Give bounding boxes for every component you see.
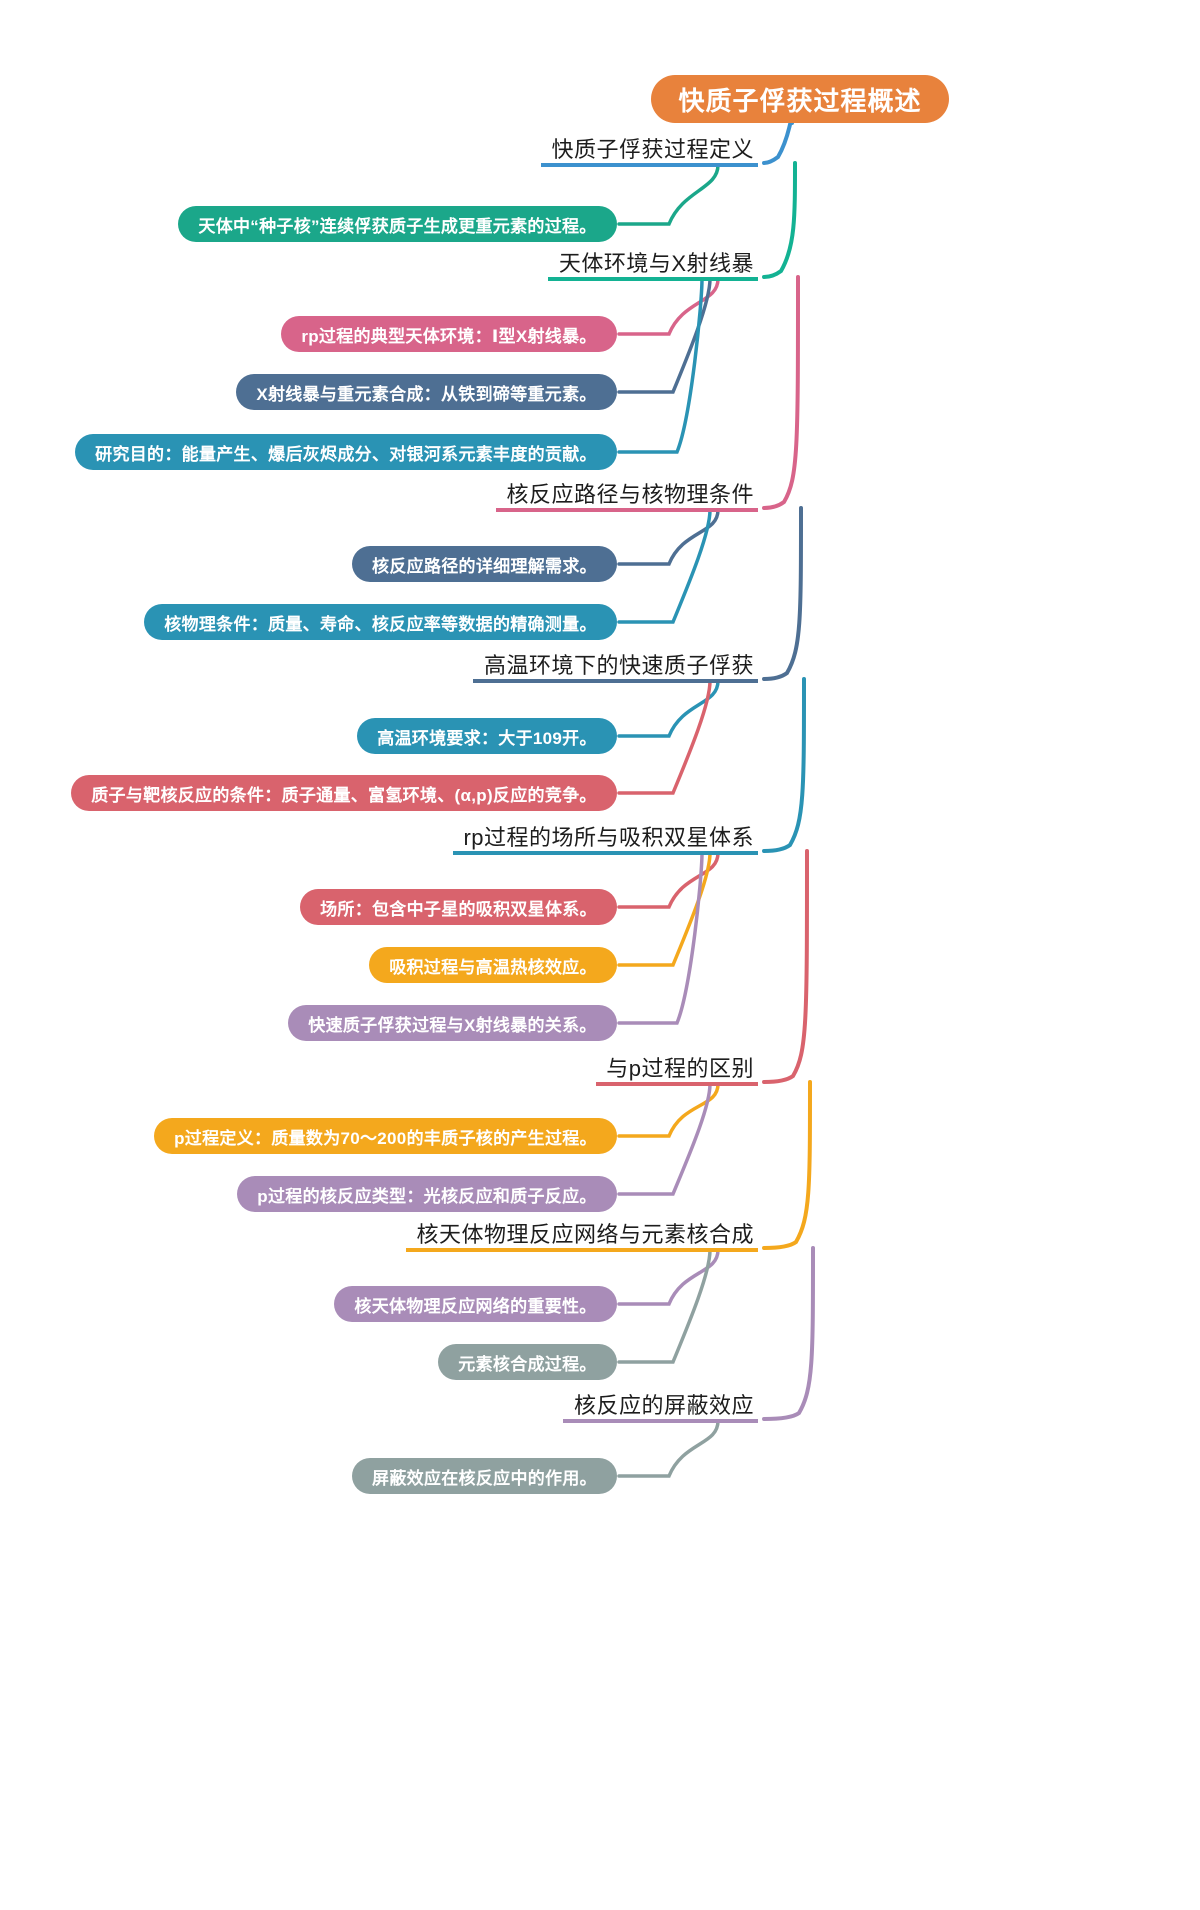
connector-path — [617, 1248, 720, 1306]
branch-node[interactable]: 核反应路径与核物理条件 — [496, 478, 758, 512]
connector-path — [617, 1248, 712, 1364]
leaf-node[interactable]: 核天体物理反应网络的重要性。 — [334, 1286, 617, 1322]
connector-path — [617, 1082, 712, 1196]
connector-path — [617, 277, 720, 336]
branch-node[interactable]: 核反应的屏蔽效应 — [563, 1389, 758, 1423]
connector-path — [617, 508, 712, 624]
connector-path — [617, 851, 720, 909]
leaf-node[interactable]: p过程定义：质量数为70～200的丰质子核的产生过程。 — [154, 1118, 617, 1154]
leaf-node[interactable]: p过程的核反应类型：光核反应和质子反应。 — [237, 1176, 617, 1212]
connector-path — [617, 277, 712, 394]
leaf-node[interactable]: 研究目的：能量产生、爆后灰烬成分、对银河系元素丰度的贡献。 — [75, 434, 617, 470]
leaf-node[interactable]: 核物理条件：质量、寿命、核反应率等数据的精确测量。 — [144, 604, 617, 640]
branch-node[interactable]: 高温环境下的快速质子俘获 — [473, 649, 758, 683]
connector-path — [617, 679, 720, 738]
connector-path — [617, 277, 704, 454]
connector-path — [762, 275, 800, 510]
connector-path — [617, 851, 712, 967]
connector-path — [617, 508, 720, 566]
root-node[interactable]: 快质子俘获过程概述 — [651, 75, 949, 123]
branch-node[interactable]: 天体环境与X射线暴 — [548, 247, 758, 281]
connector-path — [617, 679, 712, 795]
leaf-node[interactable]: 快速质子俘获过程与X射线暴的关系。 — [288, 1005, 617, 1041]
connector-path — [762, 849, 809, 1084]
connector-path — [762, 1246, 815, 1421]
leaf-node[interactable]: 屏蔽效应在核反应中的作用。 — [352, 1458, 617, 1494]
connector-path — [617, 1082, 720, 1138]
leaf-node[interactable]: rp过程的典型天体环境：Ⅰ型X射线暴。 — [281, 316, 617, 352]
leaf-node[interactable]: 吸积过程与高温热核效应。 — [369, 947, 617, 983]
branch-node[interactable]: 快质子俘获过程定义 — [541, 133, 758, 167]
leaf-node[interactable]: 天体中“种子核”连续俘获质子生成更重元素的过程。 — [178, 206, 617, 242]
connector-path — [617, 1419, 720, 1478]
connector-path — [762, 677, 806, 853]
leaf-node[interactable]: 质子与靶核反应的条件：质子通量、富氢环境、(α,p)反应的竞争。 — [71, 775, 617, 811]
connector-path — [762, 1080, 812, 1250]
connector-path — [617, 163, 720, 226]
connector-path — [762, 161, 797, 279]
connector-path — [762, 114, 794, 165]
connector-path — [762, 506, 803, 681]
branch-node[interactable]: 核天体物理反应网络与元素核合成 — [406, 1218, 758, 1252]
leaf-node[interactable]: X射线暴与重元素合成：从铁到碲等重元素。 — [236, 374, 617, 410]
leaf-node[interactable]: 场所：包含中子星的吸积双星体系。 — [300, 889, 617, 925]
branch-node[interactable]: 与p过程的区别 — [596, 1052, 758, 1086]
leaf-node[interactable]: 元素核合成过程。 — [438, 1344, 617, 1380]
leaf-node[interactable]: 核反应路径的详细理解需求。 — [352, 546, 617, 582]
leaf-node[interactable]: 高温环境要求：大于109开。 — [357, 718, 617, 754]
connector-path — [617, 851, 704, 1025]
branch-node[interactable]: rp过程的场所与吸积双星体系 — [453, 821, 758, 855]
